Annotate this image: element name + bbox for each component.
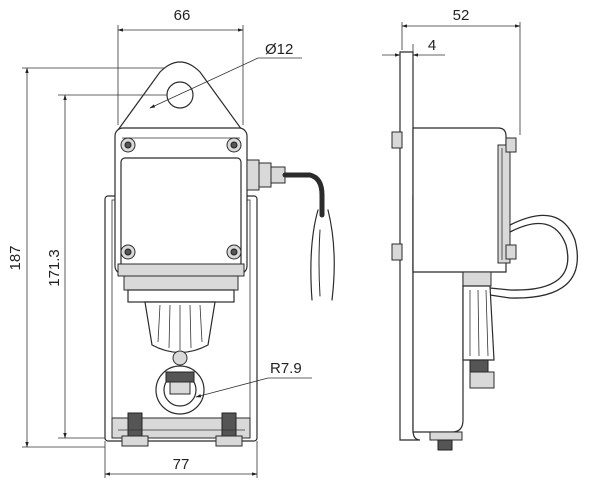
dim-label-4: 4 <box>428 37 436 54</box>
side-view: 52 4 <box>382 7 579 451</box>
dim-label-66: 66 <box>174 7 191 24</box>
mounting-hole <box>166 81 194 109</box>
front-view: 66 Ø12 187 171.3 R7.9 <box>7 7 335 478</box>
side-junction-box <box>412 127 517 273</box>
dim-label-52: 52 <box>453 7 470 24</box>
drive-housing <box>123 275 239 366</box>
hanging-lug <box>116 61 244 131</box>
dim-label-187: 187 <box>7 245 24 270</box>
dim-label-77: 77 <box>173 456 190 473</box>
dimension-77: 77 <box>104 441 258 478</box>
lifting-ring <box>155 365 205 415</box>
junction-box <box>114 127 248 277</box>
dimension-4: 4 <box>382 37 445 60</box>
dimension-hole-diameter: Ø12 <box>149 41 302 109</box>
cable-gland <box>246 159 335 301</box>
side-cable <box>489 214 579 299</box>
dimension-radius: R7.9 <box>195 360 312 398</box>
dimension-171-3: 171.3 <box>46 94 167 439</box>
dim-label-hole: Ø12 <box>265 41 293 58</box>
dimension-52: 52 <box>401 7 521 135</box>
box-screw <box>120 137 242 260</box>
dimension-187: 187 <box>7 67 165 448</box>
side-drive-unit <box>462 271 495 389</box>
dimension-66: 66 <box>117 7 244 125</box>
dim-label-171-3: 171.3 <box>46 249 63 287</box>
dim-label-radius: R7.9 <box>270 360 302 377</box>
